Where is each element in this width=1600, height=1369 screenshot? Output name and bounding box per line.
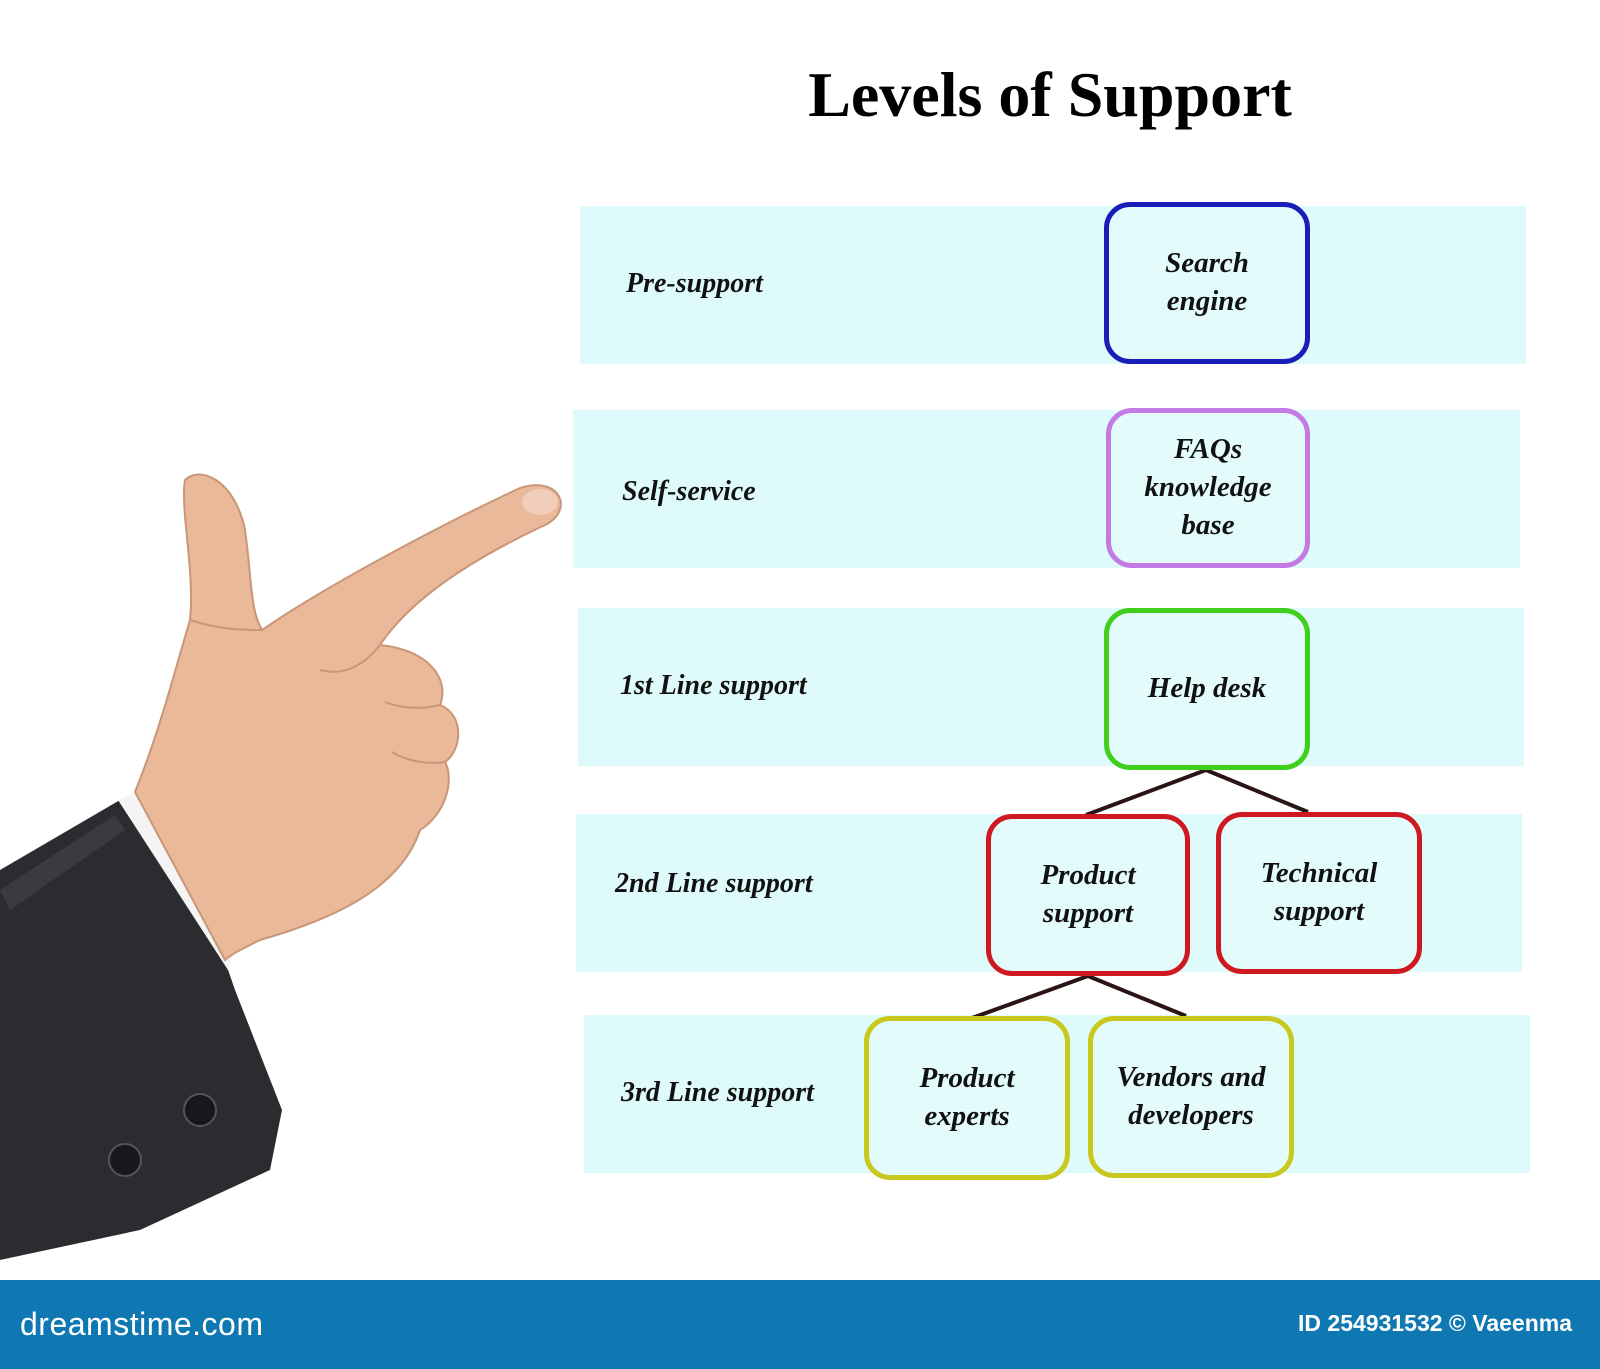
node-product-support: Product support (986, 814, 1190, 976)
node-technical-support-text: Technical support (1260, 857, 1378, 927)
node-faqs-text: FAQs knowledge base (1144, 433, 1272, 541)
node-help-desk: Help desk (1104, 608, 1310, 770)
hand-palm (133, 473, 562, 962)
node-faqs: FAQs knowledge base (1106, 408, 1310, 568)
link-helpdesk-technical (1205, 768, 1309, 814)
node-search-engine-text: Search engine (1165, 247, 1249, 317)
band-self-service: Self-service (573, 410, 1520, 568)
footer-image-id: ID 254931532 © Vaeenma (1298, 1310, 1572, 1336)
diagram-title: Levels of Support (808, 59, 1292, 130)
node-help-desk-text: Help desk (1147, 672, 1267, 705)
node-product-experts-text: Product experts (919, 1062, 1015, 1132)
footer-logo: dreamstime.com (20, 1306, 264, 1342)
level-label-2nd-line: 2nd Line support (615, 868, 813, 899)
node-technical-support: Technical support (1216, 812, 1422, 974)
band-pre-support: Pre-support (580, 206, 1526, 364)
level-label-self-service: Self-service (622, 476, 756, 507)
link-helpdesk-product (1085, 768, 1207, 817)
level-label-pre-support: Pre-support (626, 268, 763, 299)
node-search-engine: Search engine (1104, 202, 1310, 364)
link-product-experts (971, 974, 1089, 1020)
link-product-vendors (1087, 974, 1187, 1018)
level-label-1st-line: 1st Line support (620, 670, 807, 701)
sleeve-button (183, 1093, 217, 1127)
pointing-hand-image (0, 473, 562, 1260)
node-vendors-text: Vendors and developers (1116, 1061, 1266, 1131)
footer-bar: dreamstime.com ID 254931532 © Vaeenma (0, 1280, 1600, 1369)
node-product-support-text: Product support (1040, 859, 1136, 929)
node-product-experts: Product experts (864, 1016, 1070, 1180)
fingernail (522, 489, 558, 515)
suit-sleeve (0, 800, 282, 1260)
level-label-3rd-line: 3rd Line support (621, 1077, 814, 1108)
sleeve-button (108, 1143, 142, 1177)
band-1st-line: 1st Line support (578, 608, 1524, 766)
node-vendors: Vendors and developers (1088, 1016, 1294, 1178)
